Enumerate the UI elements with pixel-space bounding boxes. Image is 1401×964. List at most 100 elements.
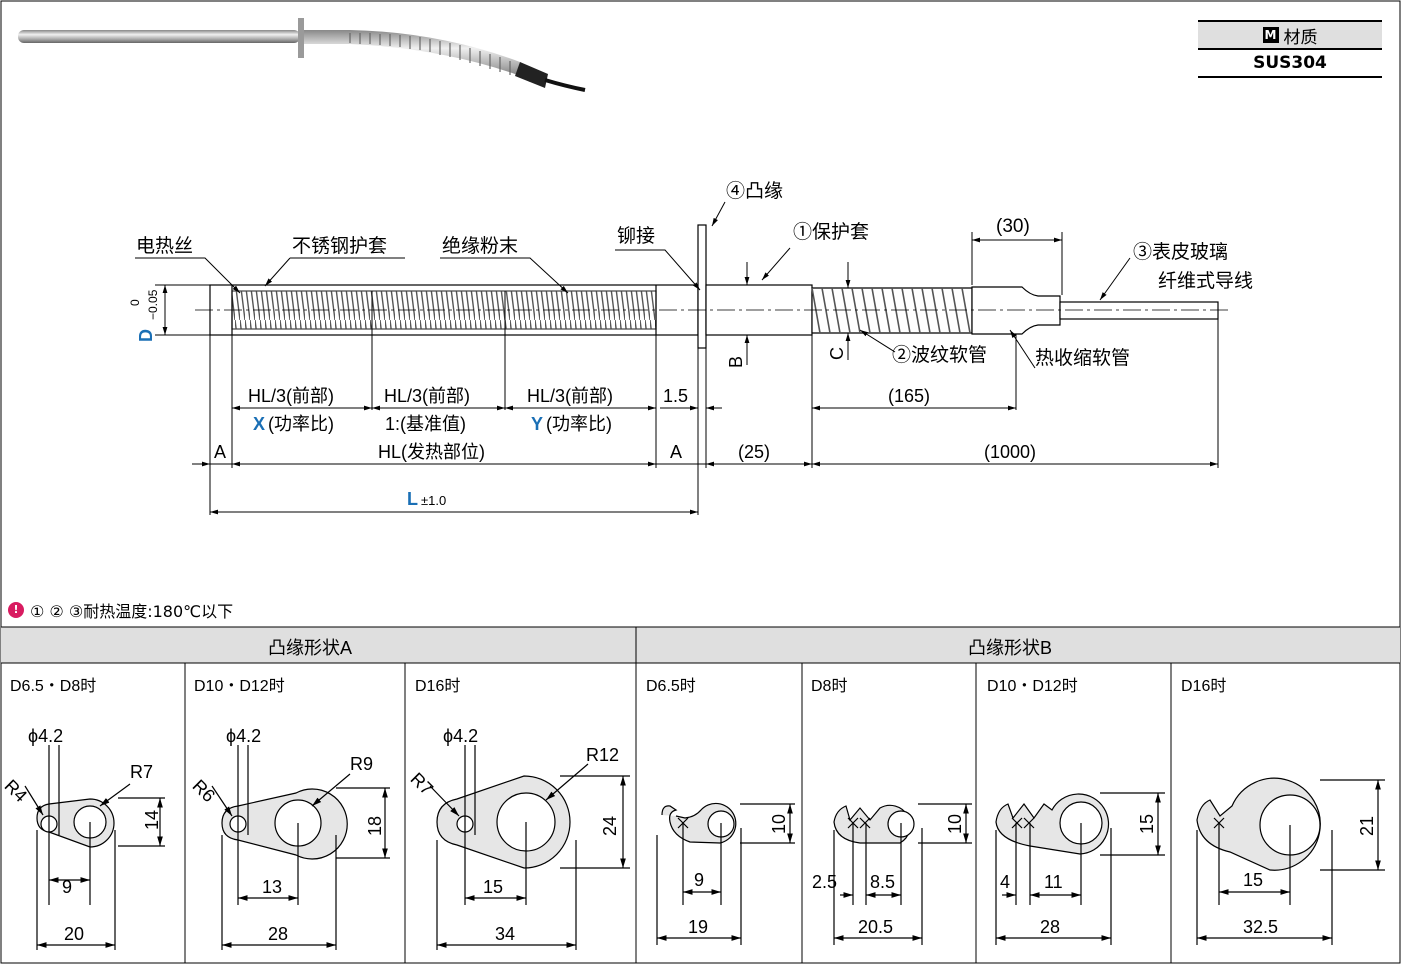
dim-d-tol-upper: 0 xyxy=(128,299,142,306)
b4-w: 32.5 xyxy=(1243,917,1278,937)
dim-1000: (1000) xyxy=(984,442,1036,462)
material-icon: M xyxy=(1262,27,1279,43)
a1-r-small: R4 xyxy=(1,776,31,806)
a2-c2c: 13 xyxy=(262,877,282,897)
a3-w: 34 xyxy=(495,924,515,944)
col-title-4: D6.5时 xyxy=(646,677,696,695)
b4-c2c: 15 xyxy=(1243,870,1263,890)
note-text: ① ② ③耐热温度:180℃以下 xyxy=(30,602,234,621)
b1-c2c: 9 xyxy=(694,870,704,890)
shrink-label: 热收缩软管 xyxy=(1035,347,1130,369)
flange-a-drawings: ϕ4.2 R4 R7 14 9 20 ϕ4.2 R6 R9 18 13 28 xyxy=(1,726,630,950)
dim-25: (25) xyxy=(738,442,770,462)
heater-wire-label: 电热丝 xyxy=(136,235,193,257)
powder-label: 绝缘粉末 xyxy=(442,235,518,257)
col-title-5: D8时 xyxy=(811,677,847,695)
dim-hl3-1: HL/3(前部) xyxy=(248,386,334,406)
heat-resistance-note: ! ① ② ③耐热温度:180℃以下 xyxy=(8,598,233,622)
dim-l-tol: ±1.0 xyxy=(421,493,446,508)
flange xyxy=(697,224,707,349)
a3-hole: ϕ4.2 xyxy=(443,726,478,746)
a3-h: 24 xyxy=(600,816,620,836)
heat-shrink xyxy=(971,286,1061,335)
a1-c2c: 9 xyxy=(62,877,72,897)
material-box: M 材质 SUS304 xyxy=(1198,20,1382,78)
flange-b-d16: 21 15 32.5 xyxy=(1196,777,1385,945)
col-title-7: D16时 xyxy=(1181,677,1226,695)
material-header: M 材质 xyxy=(1198,20,1382,48)
a3-r-big: R12 xyxy=(586,745,619,765)
dim-30: (30) xyxy=(996,216,1030,237)
b3-w: 28 xyxy=(1040,917,1060,937)
dim-a-left: A xyxy=(214,442,226,462)
dim-c: C xyxy=(827,347,847,360)
rivet-label: 铆接 xyxy=(617,225,655,247)
a3-c2c: 15 xyxy=(483,877,503,897)
flange-a-d6-8: ϕ4.2 R4 R7 14 9 20 xyxy=(1,726,165,950)
flange-b-d8: 10 2.5 8.5 20.5 xyxy=(812,803,972,945)
product-photo xyxy=(18,18,586,92)
sheath-label: 不锈钢护套 xyxy=(292,235,387,257)
dim-d-tol-lower: −0.05 xyxy=(146,289,160,320)
sleeve-label: ①保护套 xyxy=(793,221,869,243)
flange-b-d10-12: 15 4 11 28 xyxy=(995,792,1165,945)
dim-x-text: (功率比) xyxy=(268,414,334,434)
a1-hole: ϕ4.2 xyxy=(28,726,63,746)
b2-c2c: 8.5 xyxy=(870,872,895,892)
col-title-6: D10・D12时 xyxy=(987,677,1078,695)
dim-hl: HL(发热部位) xyxy=(378,442,485,462)
group-a-title: 凸缘形状A xyxy=(268,638,352,658)
col-title-1: D6.5・D8时 xyxy=(10,677,96,695)
b2-h: 10 xyxy=(945,814,965,834)
a2-hole: ϕ4.2 xyxy=(226,726,261,746)
a2-r-small: R6 xyxy=(189,776,219,806)
a3-r-small: R7 xyxy=(407,769,437,799)
a1-w: 20 xyxy=(64,924,84,944)
lead-wire-label-2: 纤维式导线 xyxy=(1158,270,1253,292)
dim-hl3-3: HL/3(前部) xyxy=(527,386,613,406)
flange-a-d10-12: ϕ4.2 R6 R9 18 13 28 xyxy=(189,726,390,950)
lead-wire xyxy=(1059,301,1219,320)
callouts: 电热丝 不锈钢护套 绝缘粉末 铆接 ④凸缘 ①保护套 (30) ③表皮玻璃 纤维… xyxy=(136,180,1253,369)
b1-h: 10 xyxy=(769,814,789,834)
warning-icon: ! xyxy=(8,602,24,618)
dim-d: D xyxy=(136,329,156,342)
a1-r-big: R7 xyxy=(130,762,153,782)
heater-assembly xyxy=(195,224,1230,349)
b2-off: 2.5 xyxy=(812,872,837,892)
dim-y: Y xyxy=(531,414,543,434)
b3-off: 4 xyxy=(1000,872,1010,892)
flange-b-d65: 10 9 19 xyxy=(656,802,795,945)
a2-h: 18 xyxy=(365,816,385,836)
lead-wire-label-1: ③表皮玻璃 xyxy=(1133,241,1228,263)
dim-hl3-2: HL/3(前部) xyxy=(384,386,470,406)
b3-c2c: 11 xyxy=(1044,872,1063,892)
a1-h: 14 xyxy=(142,810,162,830)
col-title-3: D16时 xyxy=(415,677,460,695)
dim-b: B xyxy=(726,356,746,368)
dim-a-right: A xyxy=(670,442,682,462)
dim-x: X xyxy=(253,414,265,434)
b4-h: 21 xyxy=(1357,816,1377,836)
flange-label: ④凸缘 xyxy=(726,180,783,202)
a2-w: 28 xyxy=(268,924,288,944)
dim-1-5: 1.5 xyxy=(663,386,688,406)
flange-b-drawings: 10 9 19 10 2.5 8.5 20.5 xyxy=(656,777,1385,945)
dimension-texts: D 0 −0.05 B C HL/3(前部) HL/3(前部) HL/3(前部)… xyxy=(128,289,1036,509)
dim-y-text: (功率比) xyxy=(546,414,612,434)
b2-w: 20.5 xyxy=(858,917,893,937)
material-value: SUS304 xyxy=(1198,48,1382,78)
dim-base: 1:(基准值) xyxy=(385,414,466,434)
group-b-title: 凸缘形状B xyxy=(968,638,1052,658)
leader-lines xyxy=(135,201,1219,515)
col-title-2: D10・D12时 xyxy=(194,677,285,695)
dim-l: L xyxy=(407,489,418,509)
b3-h: 15 xyxy=(1137,814,1157,834)
flange-a-d16: ϕ4.2 R7 R12 24 15 34 xyxy=(407,726,630,950)
material-label: 材质 xyxy=(1283,27,1318,48)
hose-label: ②波纹软管 xyxy=(892,344,987,366)
dim-165: (165) xyxy=(888,386,930,406)
flange-table: 凸缘形状A 凸缘形状B D6.5・D8时 D10・D12时 D16时 D6.5时… xyxy=(1,626,1400,963)
